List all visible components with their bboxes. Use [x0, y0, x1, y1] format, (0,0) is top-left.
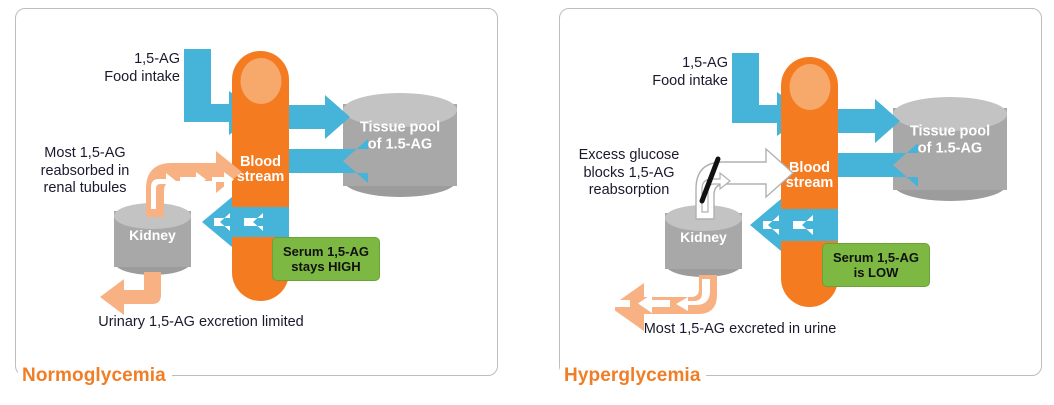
arrows-tissue-exchange-normo	[289, 95, 368, 183]
blood-stream-top-ellipse	[239, 58, 282, 104]
caption-normoglycemia: Normoglycemia	[18, 365, 172, 387]
arrow-filtration-normo	[202, 197, 289, 247]
blood-stream-top-ellipse	[788, 64, 831, 110]
arrow-urinary-excretion-hyper	[601, 275, 717, 331]
arrow-reabsorption-blocked-hyper	[695, 147, 795, 220]
arrow-urinary-excretion-normo	[100, 272, 161, 315]
kidney-label-normo: Kidney	[129, 227, 176, 244]
kidney-label-hyper: Kidney	[680, 229, 727, 246]
excretion-label-normo: Urinary 1,5-AG excretion limited	[98, 314, 304, 330]
excretion-label-hyper: Most 1,5-AG excreted in urine	[643, 321, 837, 337]
block-slash-icon	[699, 156, 721, 204]
arrows-tissue-exchange-hyper	[838, 99, 918, 187]
caption-hyperglycemia: Hyperglycemia	[560, 365, 707, 387]
cylinder-top	[893, 97, 1007, 131]
arrow-filtration-hyper	[750, 199, 838, 251]
cylinder-top	[343, 93, 457, 127]
arrow-reabsorption-normo	[146, 151, 242, 217]
